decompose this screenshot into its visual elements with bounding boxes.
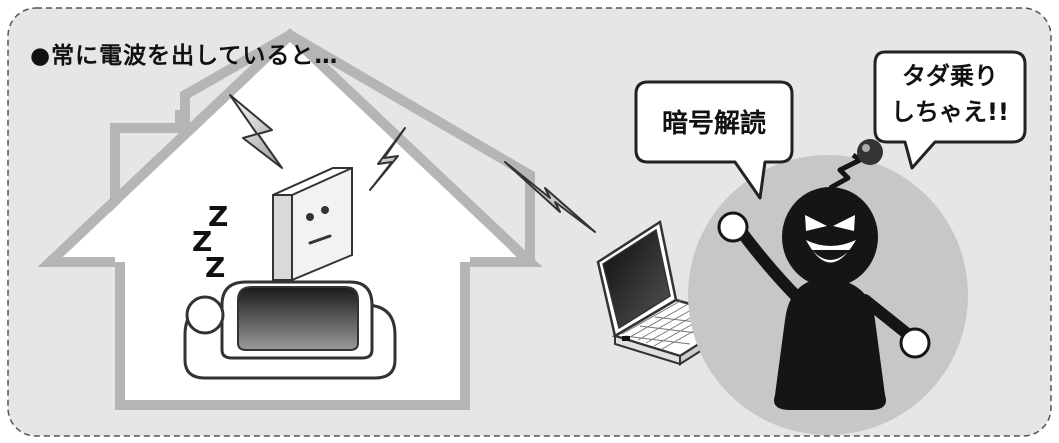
bubble-freeride-text: タダ乗り しちゃえ!! [880, 58, 1020, 130]
bubble-freeride-line1: タダ乗り [902, 62, 998, 90]
signal-bolt-right [369, 127, 406, 191]
signal-bolt-outgoing [504, 161, 596, 233]
speech-bubble-freeride [873, 50, 1027, 170]
bubble-freeride-line2: しちゃえ!! [891, 98, 1009, 126]
speech-bubble-decrypt [634, 80, 794, 200]
hacker-figure [717, 139, 931, 410]
sleep-z-3: Z [205, 251, 226, 284]
signal-bolt-left [229, 94, 283, 169]
sleep-z-2: Z [192, 225, 213, 258]
router-device [272, 167, 353, 281]
bubble-decrypt-text: 暗号解読 [661, 109, 766, 139]
sleep-z-1: Z [208, 200, 229, 233]
sleeping-person [183, 280, 397, 380]
caption-heading: ●常に電波を出していると… [30, 43, 339, 69]
